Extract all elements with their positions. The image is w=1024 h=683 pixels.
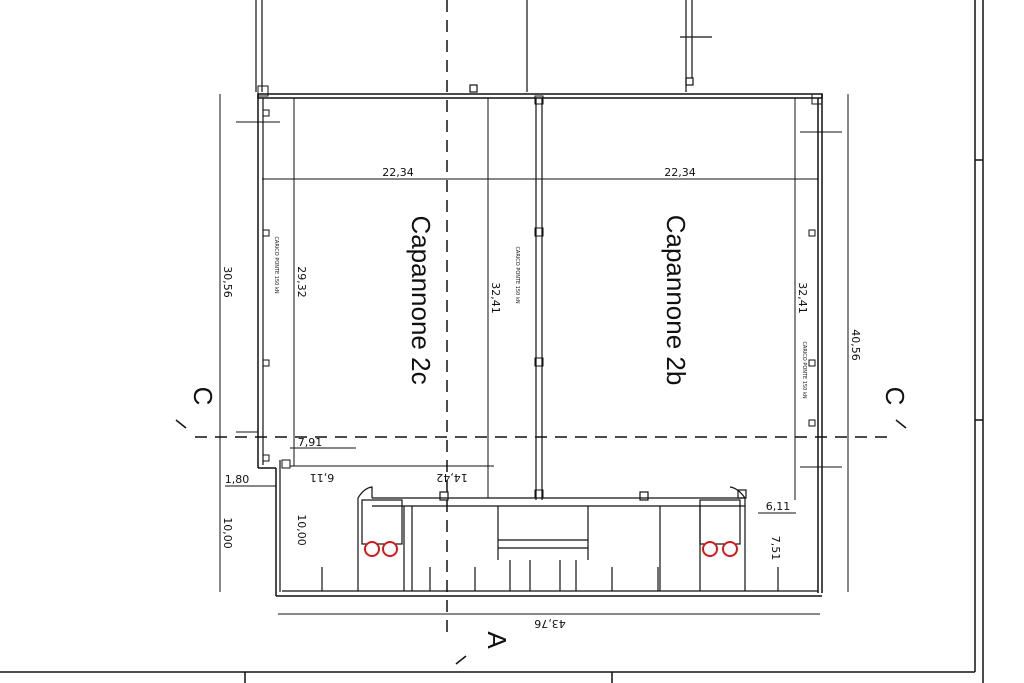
dim-total-width: 43,76 xyxy=(534,617,566,630)
dim-corner-offset: 1,80 xyxy=(225,473,250,486)
dim-office-depth-inner: 10,00 xyxy=(295,514,308,546)
section-cut-arrows xyxy=(175,419,907,665)
dimension-lines xyxy=(219,94,849,615)
dim-office-height-right: 7,51 xyxy=(769,536,782,561)
dim-office-width-left-b: 6,11 xyxy=(310,471,335,484)
note-load-mid: CARICO PONTE 150 kN xyxy=(514,246,520,303)
central-wall xyxy=(293,95,796,500)
dim-overall-right: 40,56 xyxy=(849,329,862,361)
dim-overall-left: 30,56 xyxy=(221,266,234,298)
section-cut-lines xyxy=(195,0,895,640)
sheet-frame xyxy=(0,0,984,683)
dim-office-total: 14,42 xyxy=(436,471,468,484)
main-walls xyxy=(257,85,823,597)
dim-width-left: 22,34 xyxy=(382,166,414,179)
section-label-c-left: C xyxy=(188,387,218,406)
adjacent-building xyxy=(255,0,712,93)
fire-safety-markers xyxy=(364,541,738,557)
dim-mid-depth: 32,41 xyxy=(489,282,502,314)
dim-office-width-right: 6,11 xyxy=(766,500,791,513)
dim-width-right: 22,34 xyxy=(664,166,696,179)
dim-inner-left: 29,32 xyxy=(295,266,308,298)
note-load-left: CARICO PONTE 150 kN xyxy=(273,236,279,293)
section-label-a: A xyxy=(482,631,512,649)
dim-office-width-left: 7,91 xyxy=(298,436,323,449)
room-label-capannone-2c: Capannone 2c xyxy=(406,215,436,384)
office-blocks xyxy=(321,486,779,591)
section-label-c-right: C xyxy=(880,387,910,406)
dim-office-depth-outer: 10,00 xyxy=(221,517,234,549)
dim-right-depth: 32,41 xyxy=(796,282,809,314)
room-label-capannone-2b: Capannone 2b xyxy=(661,215,691,386)
note-load-right: CARICO PONTE 150 kN xyxy=(801,341,807,398)
